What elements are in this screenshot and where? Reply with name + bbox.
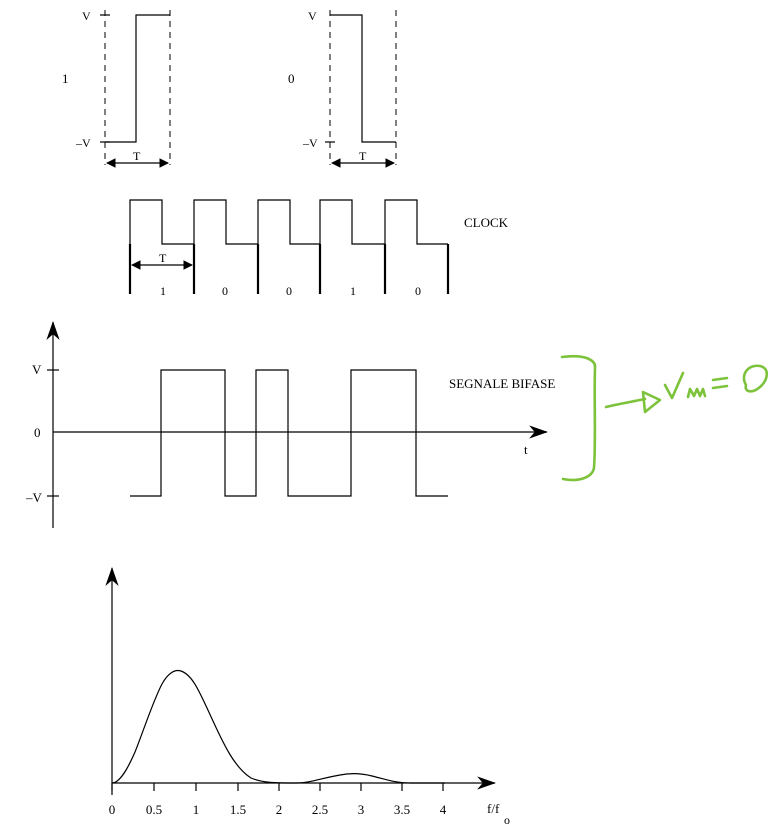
clock-waveform: T CLOCK 1 0 0 1 0 [128, 199, 509, 298]
annotation-zero [742, 364, 769, 393]
bit-zero-period-label: T [359, 149, 367, 163]
spectrum-x-axis-label: f/f [487, 801, 500, 816]
spectrum-x-tick-label: 3 [358, 802, 365, 817]
clock-bit-label: 1 [350, 284, 356, 298]
handwritten-annotation [560, 354, 769, 482]
spectrum-x-tick-label: 2.5 [312, 802, 328, 817]
biphase-label: SEGNALE BIFASE [449, 376, 555, 391]
clock-bit-label: 1 [160, 284, 166, 298]
bit-zero-pulse [330, 14, 396, 143]
annotation-letter-v [663, 371, 685, 400]
biphase-negv-label: –V [25, 490, 43, 505]
annotation-equals-sign [711, 376, 729, 390]
spectrum-plot: 0 0.5 1 1.5 2 2.5 3 3.5 4 f/f o [105, 567, 510, 827]
annotation-arrow-shaft [604, 397, 647, 409]
bit-zero-negv-label: –V [302, 136, 318, 150]
bit-zero-value-label: 0 [288, 71, 295, 86]
spectrum-x-tick-label: 1.5 [230, 802, 246, 817]
spectrum-x-tick-label: 2 [276, 802, 283, 817]
spectrum-x-tick-label: 0 [109, 802, 116, 817]
clock-bit-label: 0 [286, 284, 292, 298]
bit-one-value-label: 1 [62, 71, 69, 86]
spectrum-curve [111, 669, 445, 784]
annotation-bracket [560, 354, 597, 482]
clock-bit-label: 0 [222, 284, 228, 298]
clock-period-label: T [159, 251, 167, 265]
biphase-zero-label: 0 [34, 425, 41, 440]
bit-one-v-label: V [82, 9, 91, 23]
biphase-v-label: V [32, 362, 42, 377]
biphase-t-label: t [524, 442, 528, 457]
bit-one-pulse [105, 14, 170, 143]
spectrum-x-axis-label-subscript: o [504, 813, 510, 827]
bit-zero-v-label: V [308, 9, 317, 23]
spectrum-x-tick-label: 1 [193, 802, 200, 817]
biphase-waveform [130, 369, 448, 497]
annotation-subscript-m [686, 387, 707, 399]
bit-one-negv-label: –V [75, 136, 91, 150]
clock-bit-label: 0 [415, 284, 421, 298]
bit-one-period-label: T [133, 149, 141, 163]
spectrum-x-tick-label: 4 [440, 802, 447, 817]
biphase-signal-plot: V 0 –V t SEGNALE BIFASE [25, 321, 555, 528]
spectrum-x-tick-label: 3.5 [394, 802, 410, 817]
spectrum-x-tick-label: 0.5 [146, 802, 162, 817]
bit-one-waveform: V –V 1 T [62, 9, 171, 168]
clock-signal [129, 199, 448, 245]
annotation-arrow-head [641, 390, 662, 414]
bit-zero-waveform: V –V 0 T [288, 9, 397, 168]
clock-label: CLOCK [464, 215, 509, 230]
